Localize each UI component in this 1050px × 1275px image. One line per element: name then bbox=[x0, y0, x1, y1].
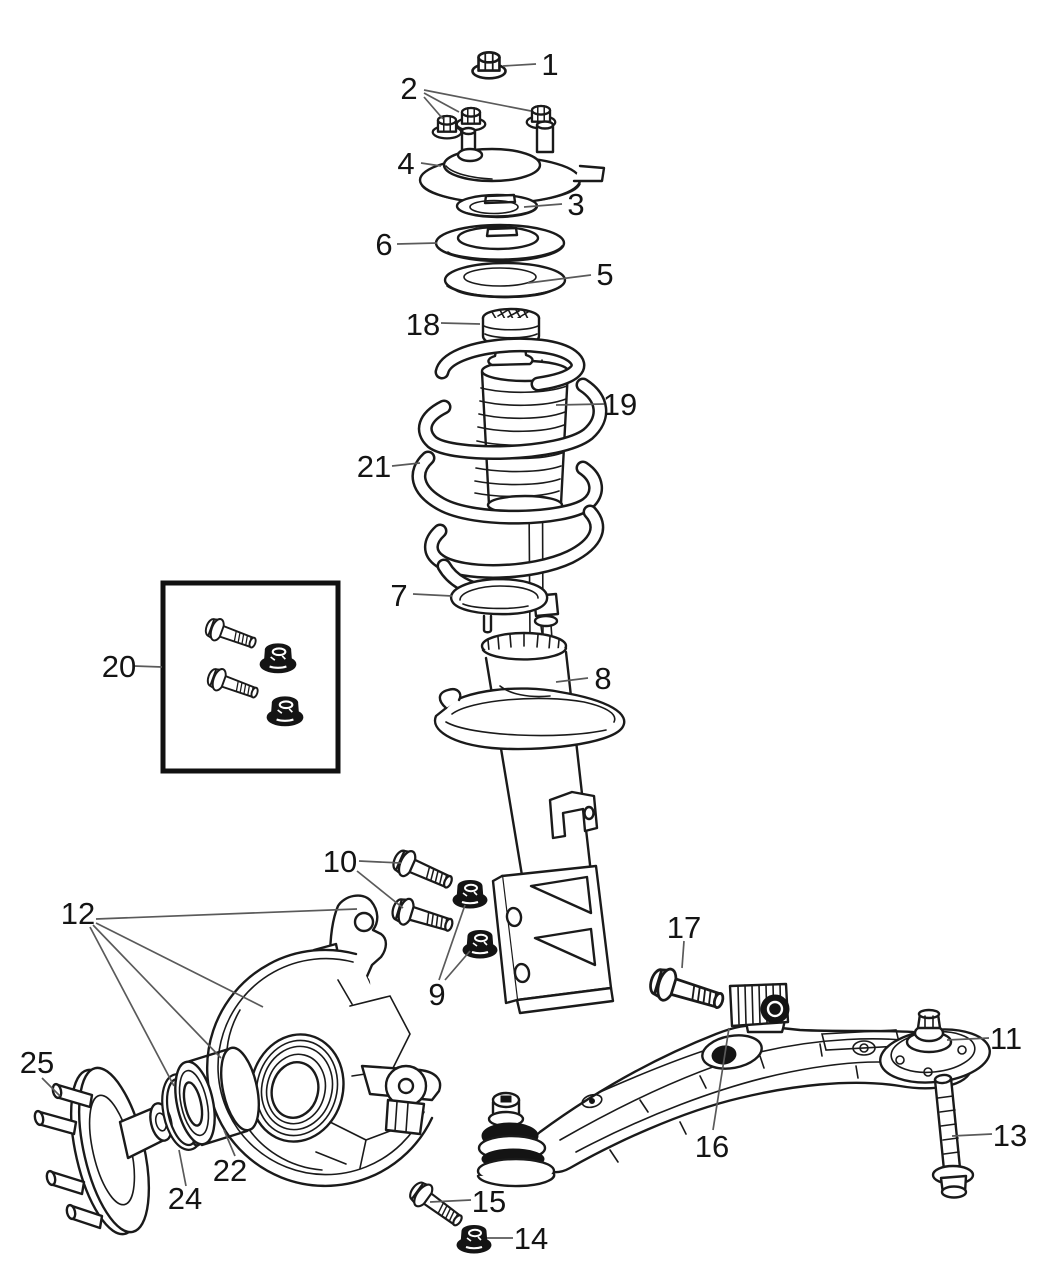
leader-line bbox=[438, 904, 466, 981]
callout-label: 21 bbox=[357, 449, 391, 484]
rear-bushing bbox=[879, 1008, 991, 1084]
leader-line bbox=[223, 1129, 236, 1157]
callout-label: 5 bbox=[596, 257, 613, 292]
callout-label: 24 bbox=[168, 1181, 202, 1216]
callout-label: 2 bbox=[400, 71, 417, 106]
leader-line bbox=[440, 322, 481, 325]
knuckle-bolt bbox=[388, 844, 458, 897]
strut bbox=[433, 631, 626, 1015]
leader-line bbox=[396, 242, 438, 245]
leader-line bbox=[444, 950, 471, 981]
callout-label: 3 bbox=[567, 187, 584, 222]
wheel-bearing bbox=[174, 1046, 260, 1147]
hub bbox=[33, 1066, 173, 1236]
leader-line bbox=[420, 162, 442, 167]
leader-line bbox=[95, 922, 264, 1008]
callout-label: 19 bbox=[603, 387, 637, 422]
leader-line bbox=[951, 1133, 993, 1137]
callout-label: 10 bbox=[323, 844, 357, 879]
leader-line bbox=[555, 403, 605, 406]
leader-line bbox=[527, 274, 592, 284]
callout-label: 7 bbox=[390, 578, 407, 613]
mount-bearing bbox=[455, 193, 539, 219]
callout-label: 22 bbox=[213, 1153, 247, 1188]
balljoint-nut bbox=[456, 1224, 492, 1254]
leader-line bbox=[358, 860, 402, 864]
leader-line bbox=[555, 677, 589, 683]
leader-line bbox=[681, 940, 685, 969]
callout-label: 17 bbox=[667, 910, 701, 945]
leader-line bbox=[946, 1037, 990, 1041]
strut-rod-nut bbox=[471, 51, 507, 80]
knuckle-nut bbox=[452, 879, 488, 909]
leader-line bbox=[423, 92, 460, 113]
callout-label: 8 bbox=[594, 661, 611, 696]
callout-label: 15 bbox=[472, 1184, 506, 1219]
leader-line bbox=[92, 924, 222, 1059]
balljoint-bolt bbox=[404, 1176, 469, 1234]
callout-label: 25 bbox=[20, 1045, 54, 1080]
callout-label: 1 bbox=[541, 47, 558, 82]
lower-control-arm bbox=[476, 982, 974, 1188]
leader-line bbox=[41, 1077, 61, 1097]
leader-line bbox=[712, 1027, 730, 1131]
callout-label: 16 bbox=[695, 1129, 729, 1164]
steering-knuckle bbox=[205, 894, 442, 1188]
strut-mount bbox=[418, 120, 606, 205]
callout-label: 4 bbox=[397, 146, 414, 181]
leader-line bbox=[523, 203, 563, 208]
leader-line bbox=[356, 870, 404, 909]
hardware-kit-box bbox=[160, 580, 341, 774]
leader-line bbox=[423, 89, 532, 112]
callout-label: 20 bbox=[102, 649, 136, 684]
leader-line bbox=[95, 908, 358, 920]
leader-line bbox=[502, 63, 537, 67]
leader-line bbox=[89, 926, 175, 1087]
callout-label: 6 bbox=[375, 227, 392, 262]
leader-line bbox=[412, 593, 453, 597]
jounce-bumper bbox=[481, 307, 541, 367]
spring-isolator-lower bbox=[449, 577, 549, 634]
knuckle-bolt bbox=[388, 893, 457, 940]
callout-label: 11 bbox=[990, 1021, 1022, 1056]
leader-line bbox=[391, 462, 421, 467]
spring-isolator-upper bbox=[443, 261, 567, 299]
callout-label: 9 bbox=[428, 977, 445, 1012]
leader-line bbox=[133, 665, 163, 668]
leader-line bbox=[423, 96, 444, 120]
pivot-bolt bbox=[645, 963, 729, 1019]
callout-label: 18 bbox=[406, 307, 440, 342]
callout-label: 14 bbox=[514, 1221, 548, 1256]
rear-bolt bbox=[931, 1073, 975, 1199]
callout-label: 13 bbox=[993, 1118, 1027, 1153]
callout-label: 12 bbox=[61, 896, 95, 931]
leader-line bbox=[178, 1149, 187, 1187]
leader-line bbox=[429, 1199, 472, 1203]
upper-spring-seat bbox=[434, 223, 566, 263]
coil-spring bbox=[411, 337, 608, 601]
